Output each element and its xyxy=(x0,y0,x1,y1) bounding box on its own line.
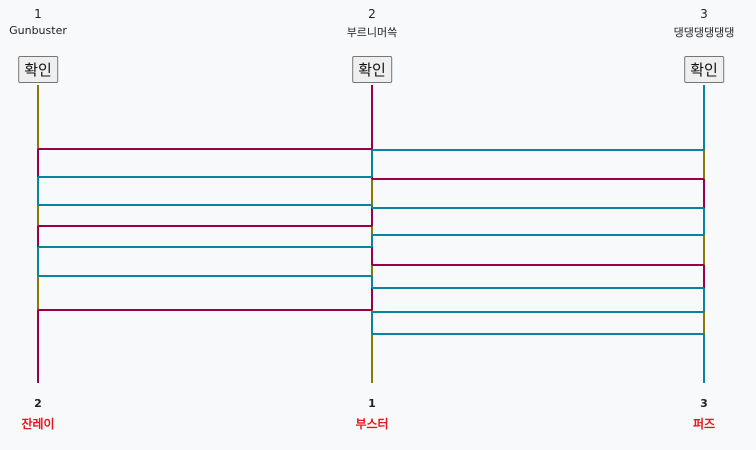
result-label: 부스터 xyxy=(355,417,389,431)
result-number: 3 xyxy=(700,397,708,410)
player-number: 1 xyxy=(34,7,42,21)
player-name: 부르니머쓱 xyxy=(346,26,398,39)
player-number: 2 xyxy=(368,7,376,21)
result-number: 1 xyxy=(368,397,376,410)
confirm-button[interactable]: 확인 xyxy=(18,56,58,83)
player-name: 댕댕댕댕댕댕 xyxy=(673,26,735,39)
confirm-button[interactable]: 확인 xyxy=(352,56,392,83)
result-label: 퍼즈 xyxy=(692,417,716,431)
result-number: 2 xyxy=(34,397,42,410)
player-number: 3 xyxy=(700,7,708,21)
result-label: 잔레이 xyxy=(21,417,55,431)
player-name: Gunbuster xyxy=(9,24,67,37)
confirm-button[interactable]: 확인 xyxy=(684,56,724,83)
